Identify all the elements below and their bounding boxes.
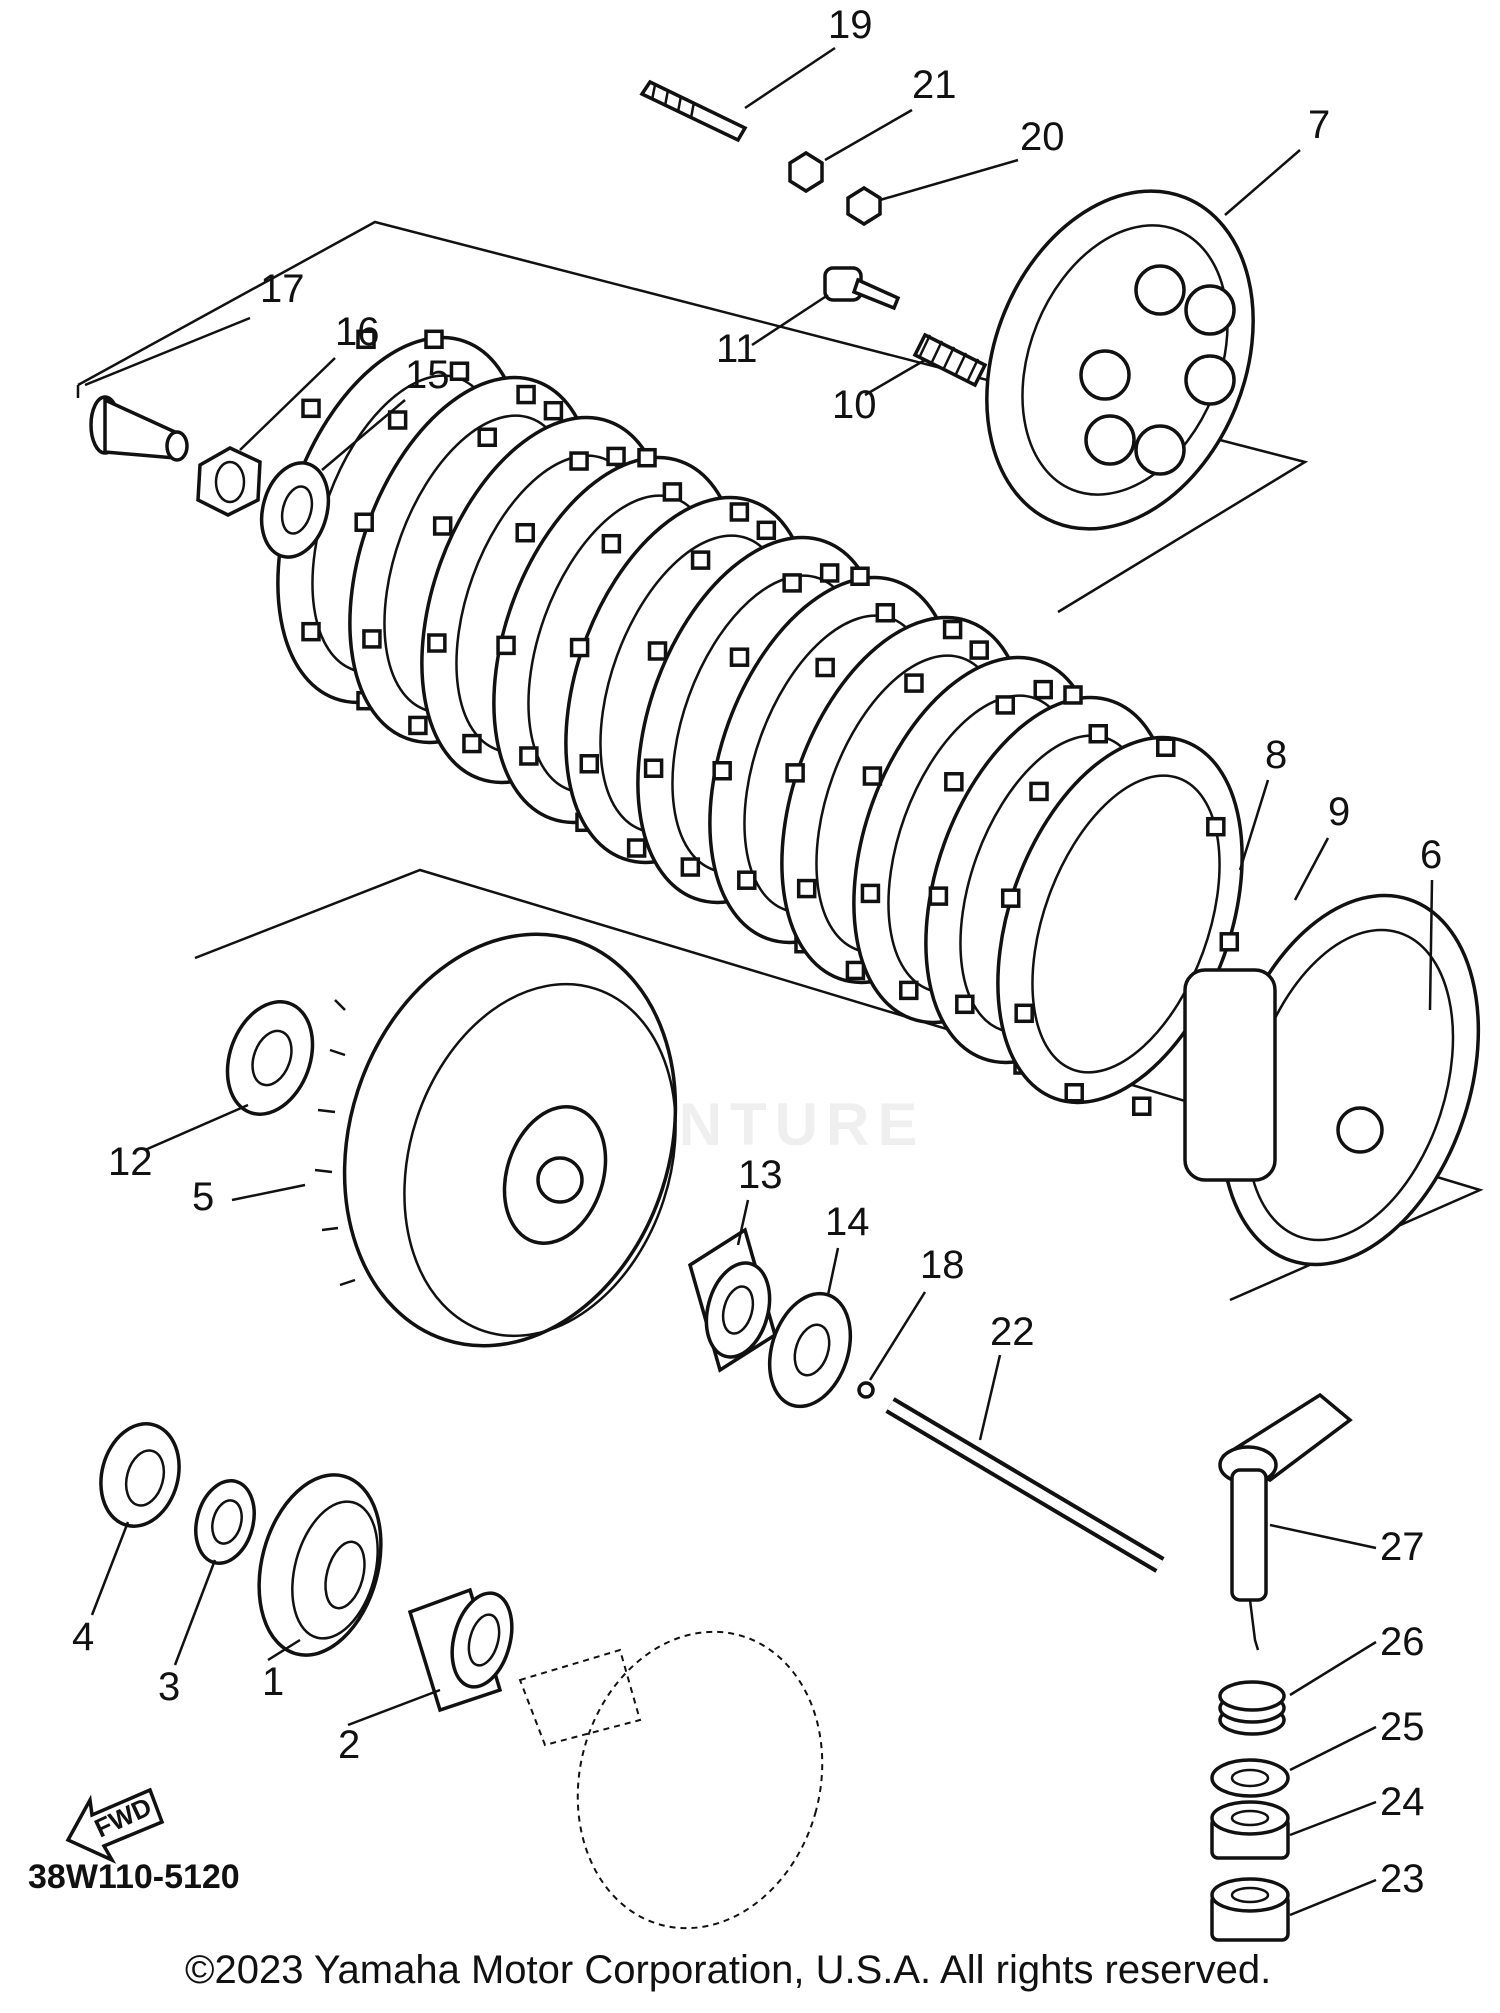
- leader-line-10: [864, 358, 926, 397]
- ball: [857, 1381, 875, 1399]
- callout-22: 22: [990, 1310, 1035, 1354]
- lock-washer: [259, 461, 331, 559]
- callout-27: 27: [1380, 1525, 1425, 1569]
- drawing-code: 38W110-5120: [28, 1858, 240, 1896]
- callout-17: 17: [260, 267, 305, 311]
- callout-13: 13: [738, 1153, 783, 1197]
- leader-lines: [84, 46, 1434, 1917]
- push-rod-holder: [89, 395, 189, 462]
- spacer: [687, 1227, 778, 1373]
- torsion-spring: [1218, 1680, 1286, 1736]
- screw: [823, 266, 901, 311]
- leader-line-22: [978, 1354, 1002, 1441]
- clutch-plate: [996, 724, 1244, 1116]
- clutch-plate-stack: [276, 329, 1244, 1116]
- leader-line-8: [1238, 779, 1270, 871]
- leader-line-21: [824, 108, 913, 162]
- callout-4: 4: [72, 1615, 94, 1659]
- fwd-arrow-icon: FWD: [65, 1787, 165, 1864]
- clutch-boss: [1183, 893, 1481, 1267]
- leader-line-9: [1293, 837, 1330, 901]
- callout-20: 20: [1020, 115, 1065, 159]
- leader-line-14: [826, 1247, 840, 1296]
- oil-seal: [99, 1422, 181, 1528]
- leader-line-25: [1289, 1725, 1377, 1772]
- leader-line-19: [744, 46, 836, 110]
- push-rod: [885, 1397, 1165, 1573]
- callout-12: 12: [108, 1140, 153, 1184]
- leader-line-5: [231, 1183, 306, 1202]
- primary-drive-gear: [257, 1473, 383, 1657]
- adjust-screw: [639, 79, 748, 143]
- washer-25: [1210, 1758, 1290, 1798]
- leader-line-13: [736, 1199, 750, 1246]
- leader-line-20: [879, 158, 1019, 202]
- primary-driven-gear: [314, 932, 678, 1348]
- leader-line-7: [1224, 149, 1301, 216]
- callout-3: 3: [158, 1665, 180, 1709]
- callout-11: 11: [716, 327, 758, 371]
- callout-16: 16: [335, 310, 380, 354]
- oil-seal-24: [1210, 1800, 1290, 1860]
- leader-line-18: [868, 1291, 927, 1381]
- callout-18: 18: [920, 1243, 965, 1287]
- callout-7: 7: [1308, 103, 1330, 147]
- clutch-nut: [196, 446, 262, 517]
- leader-line-6: [1428, 879, 1434, 1011]
- callout-6: 6: [1420, 833, 1442, 877]
- pressure-plate: [985, 189, 1255, 531]
- callout-19: 19: [828, 3, 873, 47]
- clutch-spring: [912, 332, 988, 388]
- callout-21: 21: [912, 63, 957, 107]
- leader-line-15: [321, 399, 406, 471]
- callout-15: 15: [405, 353, 450, 397]
- nut: [846, 185, 882, 227]
- callout-25: 25: [1380, 1705, 1425, 1749]
- callout-26: 26: [1380, 1620, 1425, 1664]
- leader-line-26: [1289, 1640, 1377, 1697]
- copyright-text: ©2023 Yamaha Motor Corporation, U.S.A. A…: [185, 1948, 1271, 1992]
- callout-23: 23: [1380, 1857, 1425, 1901]
- thrust-washer: [225, 1000, 315, 1116]
- leader-line-23: [1289, 1878, 1377, 1917]
- leader-line-16: [239, 357, 336, 451]
- leader-line-11: [751, 293, 829, 347]
- leader-line-3: [173, 1559, 217, 1666]
- leader-line-27: [1269, 1523, 1377, 1550]
- bearing-23: [1210, 1877, 1290, 1942]
- washer: [767, 1291, 853, 1409]
- callout-14: 14: [825, 1200, 870, 1244]
- upper-assembly-frame: [77, 220, 1309, 614]
- leader-line-4: [90, 1521, 130, 1616]
- leader-line-1: [267, 1638, 301, 1662]
- push-lever-shaft: [1218, 1392, 1353, 1651]
- plain-washer: [194, 1479, 256, 1565]
- callout-24: 24: [1380, 1780, 1425, 1824]
- leader-line-24: [1289, 1800, 1377, 1837]
- locknut: [788, 150, 824, 194]
- bearing-spacer: [407, 1587, 514, 1713]
- leader-line-12: [144, 1103, 249, 1152]
- callout-8: 8: [1265, 733, 1287, 777]
- callout-10: 10: [832, 383, 877, 427]
- crankshaft-reference: [518, 1630, 824, 1930]
- callout-9: 9: [1328, 790, 1350, 834]
- leader-line-2: [347, 1688, 441, 1727]
- callout-1: 1: [262, 1660, 284, 1704]
- callout-5: 5: [192, 1175, 214, 1219]
- leader-line-17: [84, 316, 251, 387]
- callout-2: 2: [338, 1723, 360, 1767]
